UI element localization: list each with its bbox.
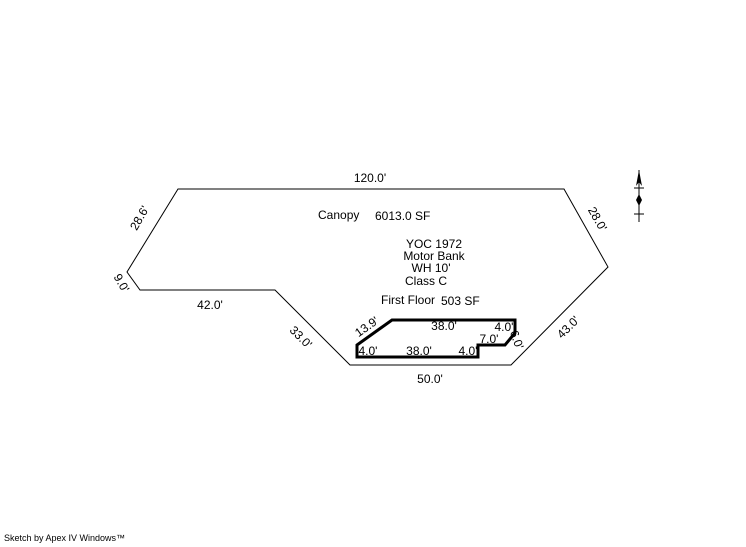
canopy-dim-bottom: 50.0': [417, 372, 443, 386]
canopy-label: Canopy: [318, 208, 359, 222]
footer-credit: Sketch by Apex IV Windows™: [4, 533, 126, 543]
canopy-dim-upper-left: 28.6': [127, 203, 152, 232]
first-floor-dim-bottom: 38.0': [406, 344, 432, 358]
first-floor-dim-step: 7.0': [480, 332, 499, 346]
canopy-area: 6013.0 SF: [375, 209, 430, 223]
first-floor-dim-right: 6.0': [507, 328, 527, 351]
canopy-outline: [126, 188, 609, 366]
north-arrow-icon: [634, 170, 644, 222]
first-floor-dim-diag: 13.9': [352, 314, 381, 340]
first-floor-area: 503 SF: [441, 294, 480, 308]
first-floor-dim-bottom-right: 4.0': [459, 344, 478, 358]
canopy-dim-upper-right: 28.0': [585, 204, 610, 233]
canopy-dim-top: 120.0': [354, 171, 386, 185]
note-yoc: YOC 1972: [406, 237, 462, 251]
first-floor-label: First Floor: [381, 293, 435, 307]
first-floor-dim-top: 38.0': [431, 319, 457, 333]
first-floor-outline: [355, 318, 517, 359]
canopy-dim-lower-left: 42.0': [197, 298, 223, 312]
note-wall-height: WH 10': [412, 261, 451, 275]
first-floor-dim-top-right: 4.0': [495, 320, 514, 334]
note-class: Class C: [405, 274, 447, 288]
note-use: Motor Bank: [403, 249, 465, 263]
canopy-dim-diag-left: 33.0': [287, 323, 315, 351]
first-floor-dim-left: 4.0': [359, 344, 378, 358]
